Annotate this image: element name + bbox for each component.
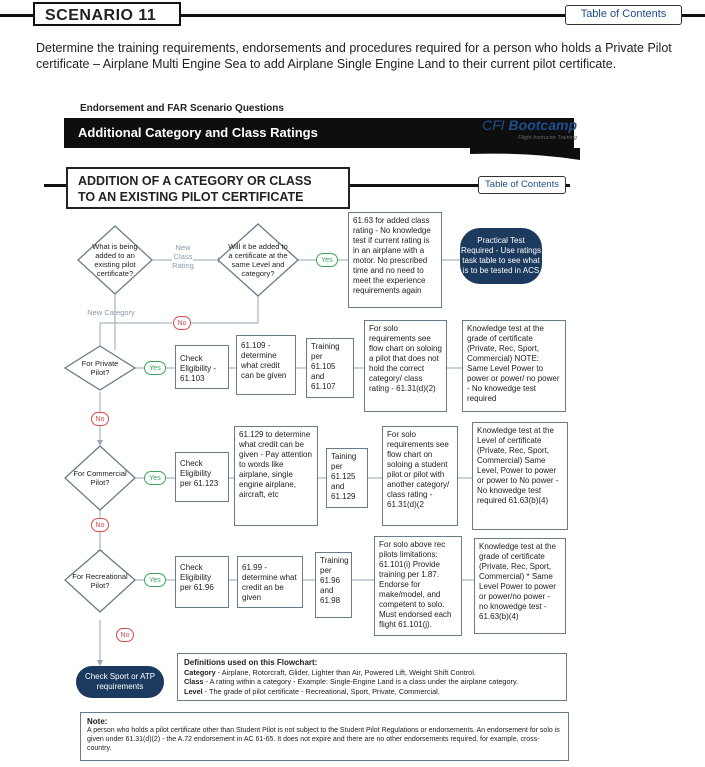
note-title: Note: xyxy=(87,717,108,726)
recreational-training: Training per 61.96 and 61.98 xyxy=(315,552,352,618)
definition-level: Level - The grade of pilot certificate -… xyxy=(184,687,560,697)
label-new-category: New Category xyxy=(87,308,135,317)
banner-title: Additional Category and Class Ratings xyxy=(64,118,574,148)
header-rule-left xyxy=(0,14,34,17)
sport-atp-requirements: Check Sport or ATP requirements xyxy=(76,666,164,698)
note-box: Note: A person who holds a pilot certifi… xyxy=(80,712,569,761)
badge-yes: Yes xyxy=(144,361,166,375)
definition-class-text: - A rating within a category - Example: … xyxy=(203,677,519,686)
section-rule xyxy=(350,184,570,187)
private-solo: For solo requirements see flow chart on … xyxy=(364,320,447,412)
badge-yes: Yes xyxy=(144,471,166,485)
section-toc-button[interactable]: Table of Contents xyxy=(478,176,566,194)
label-new-class: New Class Rating xyxy=(172,243,194,270)
recreational-eligibility: Check Eligibility per 61.96 xyxy=(175,556,229,608)
question-private-pilot: For Private Pilot? xyxy=(81,359,119,377)
section-title-line1: ADDITION OF A CATEGORY OR CLASS xyxy=(78,174,312,188)
section-title-line2: TO AN EXISTING PILOT CERTIFICATE xyxy=(78,190,304,204)
scenario-title: SCENARIO 11 xyxy=(33,2,181,26)
badge-yes: Yes xyxy=(316,253,338,267)
definition-category-text: - Airplane, Rotorcraft, Glider, Lighter … xyxy=(215,667,476,677)
commercial-knowledge: Knowledge test at the Level of certifica… xyxy=(472,422,568,530)
class-rating-info: 61.63 for added class rating - No knowle… xyxy=(348,212,442,308)
badge-no: No xyxy=(91,412,109,426)
brand-tagline: Flight Instructor Training xyxy=(518,135,577,141)
private-credit: 61.109 - determine what credit can be gi… xyxy=(236,335,296,395)
recreational-credit: 61.99 - determine what credit an be give… xyxy=(237,556,303,608)
practical-test-required: Practical Test Required - Use ratings ta… xyxy=(460,228,542,284)
question-commercial-pilot: For Commercial Pilot? xyxy=(73,469,127,487)
banner-subtitle: Endorsement and FAR Scenario Questions xyxy=(80,103,284,114)
brand-cfi: CFI xyxy=(482,117,505,133)
badge-no: No xyxy=(91,518,109,532)
recreational-knowledge: Knowledge test at the grade of certifica… xyxy=(474,538,566,634)
scenario-description: Determine the training requirements, end… xyxy=(36,41,672,71)
commercial-credit: 61.129 to determine what credit can be g… xyxy=(234,426,318,526)
badge-yes: Yes xyxy=(144,573,166,587)
private-training: Training per 61.105 and 61.107 xyxy=(306,338,354,398)
definition-category: Category - Airplane, Rotorcraft, Glider,… xyxy=(184,668,560,678)
header-rule xyxy=(181,14,705,17)
section-title: ADDITION OF A CATEGORY OR CLASS TO AN EX… xyxy=(66,167,350,209)
recreational-solo: For solo above rec pilots limitations: 6… xyxy=(374,536,462,636)
question-same-level: Will it be added to a certificate at the… xyxy=(228,242,288,278)
definition-level-text: - The grade of pilot certificate - Recre… xyxy=(202,686,440,696)
banner-swoosh xyxy=(470,148,580,160)
section-rule-left xyxy=(44,184,68,187)
definition-class: Class - A rating within a category - Exa… xyxy=(184,677,560,687)
definition-class-term: Class xyxy=(184,677,204,686)
brand-logo: CFI Bootcamp xyxy=(481,117,577,133)
commercial-eligibility: Check Eligibility per 61.123 xyxy=(175,452,229,502)
question-what-added: What is being added to an existing pilot… xyxy=(92,242,138,278)
definitions-title: Definitions used on this Flowchart: xyxy=(184,658,318,667)
commercial-training: Taining per 61.125 and 61.129 xyxy=(326,448,368,508)
definition-category-term: Category xyxy=(184,667,216,677)
brand-bootcamp: Bootcamp xyxy=(508,117,577,133)
question-recreational-pilot: For Recreational Pilot? xyxy=(72,572,128,590)
private-eligibility: Check Eligibility - 61.103 xyxy=(175,345,229,389)
note-text: A person who holds a pilot certificate o… xyxy=(87,727,560,752)
badge-no: No xyxy=(173,316,191,330)
definition-level-term: Level xyxy=(184,686,203,696)
definitions-box: Definitions used on this Flowchart: Cate… xyxy=(177,653,567,701)
commercial-solo: For solo requirements see flow chart on … xyxy=(382,426,458,526)
badge-no: No xyxy=(116,628,134,642)
toc-button[interactable]: Table of Contents xyxy=(565,5,682,25)
private-knowledge: Knowledge test at the grade of certifica… xyxy=(462,320,566,412)
